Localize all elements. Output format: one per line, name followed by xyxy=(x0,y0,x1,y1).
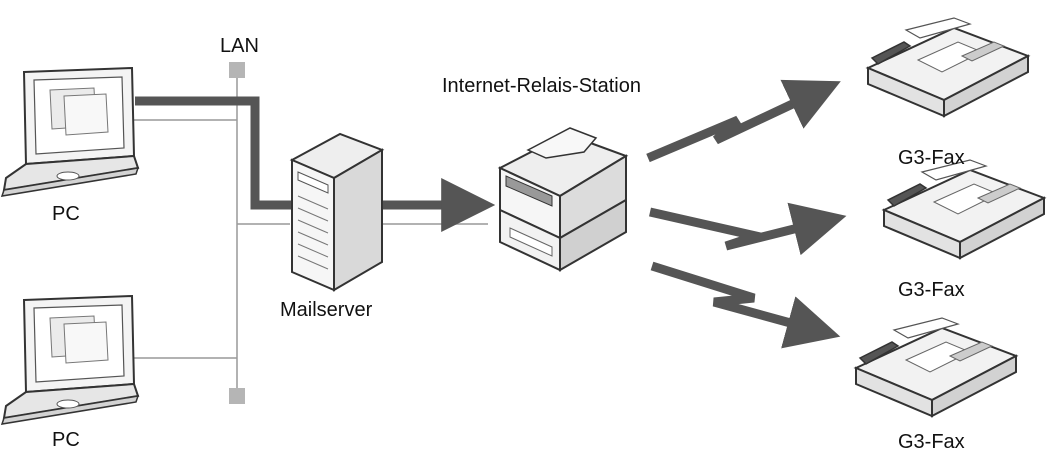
fax-top-icon xyxy=(865,17,1031,118)
label-fax-middle: G3-Fax xyxy=(898,279,965,301)
label-fax-top: G3-Fax xyxy=(898,147,965,169)
label-relay-station: Internet-Relais-Station xyxy=(442,75,641,97)
transmission-arrow-bottom xyxy=(650,261,841,349)
fax-bottom-icon xyxy=(853,317,1019,418)
label-pc-bottom: PC xyxy=(52,429,80,451)
fax-middle-icon xyxy=(881,159,1047,260)
lan-node-bottom xyxy=(229,388,245,404)
mailserver-icon xyxy=(289,132,385,292)
label-fax-bottom: G3-Fax xyxy=(898,431,965,453)
pc-bottom-icon xyxy=(0,294,140,425)
transmission-arrow-top xyxy=(646,79,841,163)
pc-top-icon xyxy=(0,66,140,197)
lan-backbone xyxy=(132,62,488,404)
label-mailserver: Mailserver xyxy=(280,299,373,321)
label-pc-top: PC xyxy=(52,203,80,225)
transmission-arrow-middle xyxy=(649,202,847,256)
lan-node-top xyxy=(229,62,245,78)
relay-station-icon xyxy=(497,127,629,272)
label-lan: LAN xyxy=(220,35,259,57)
